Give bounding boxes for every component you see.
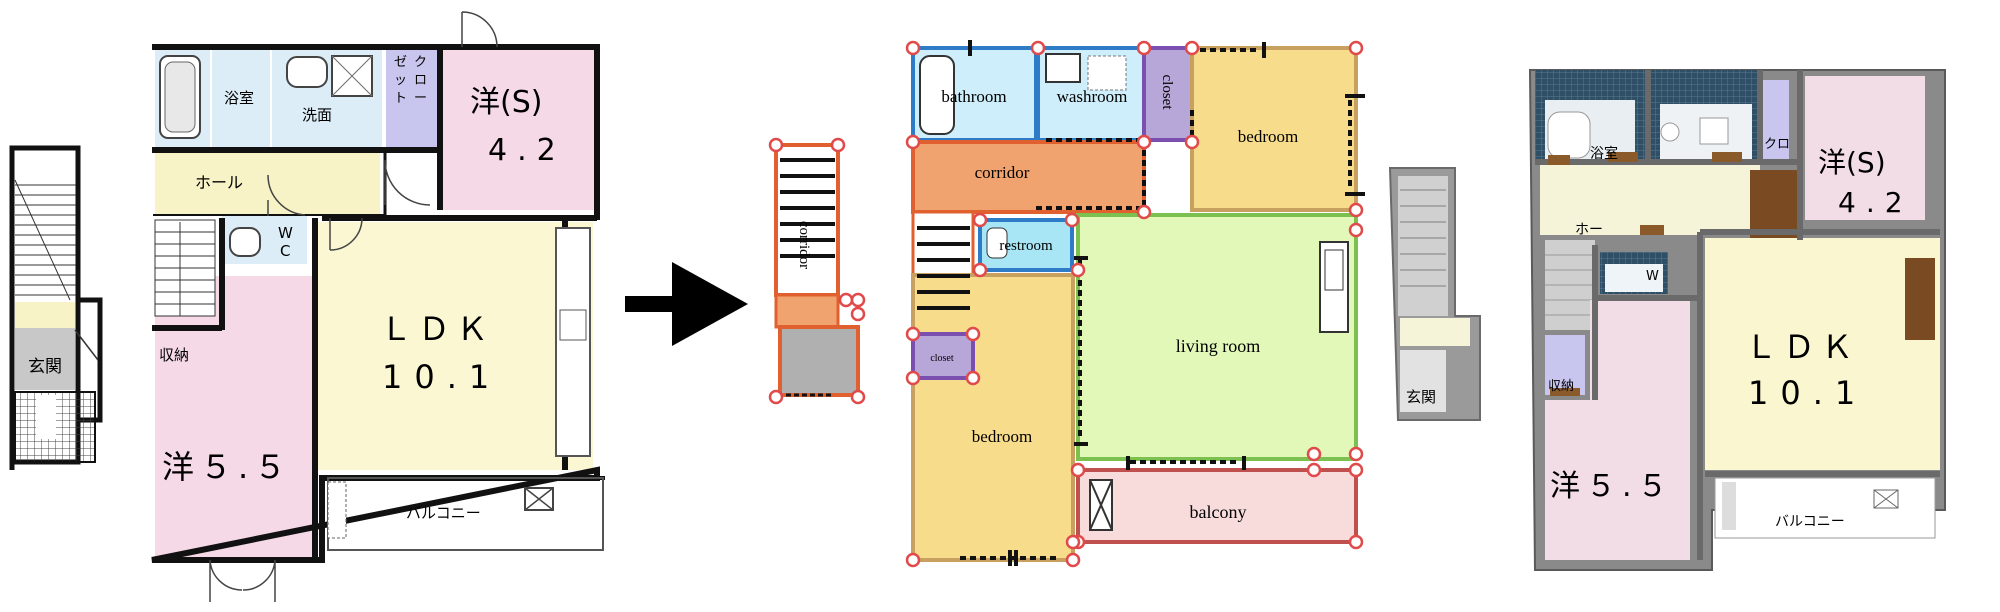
original-entrance-module: 玄関: [9, 145, 103, 470]
original-floorplan: 玄関: [9, 11, 605, 602]
render-label-western: 洋５.５: [1550, 469, 1674, 504]
label-hall: ホール: [195, 173, 243, 192]
closet-char-1: ク: [414, 55, 427, 70]
label-closet-small: closet: [930, 353, 954, 364]
label-wc-top: W: [278, 224, 293, 242]
annotated-stair-module: corridor: [768, 137, 866, 405]
render-label-hall: ホー: [1575, 222, 1603, 238]
render-3d: 玄関: [1388, 69, 1946, 571]
annotated-floorplan: corridor: [768, 40, 1365, 568]
label-closet-top: closet: [1159, 75, 1175, 111]
render-entrance-module: 玄関: [1388, 167, 1481, 421]
label-closet-vertical: ク ロ ー ゼ ッ ト: [394, 55, 427, 106]
render-label-wc: W: [1646, 269, 1659, 284]
label-washroom: washroom: [1057, 87, 1128, 106]
render-label-ldk-size: 10.1: [1748, 374, 1867, 412]
render-label-balcony: バルコニー: [1775, 514, 1845, 530]
render-label-room-s-size: 4.2: [1838, 186, 1913, 219]
label-bedroom-top: bedroom: [1238, 127, 1298, 146]
label-balcony: balcony: [1190, 502, 1247, 522]
label-room-s: 洋(S): [470, 85, 542, 120]
stair-corridor-label: corridor: [796, 221, 812, 269]
render-entrance-label: 玄関: [1406, 388, 1436, 406]
render-label-closet: クロ: [1764, 137, 1790, 152]
original-main-unit: 浴室 洗面 ク ロ ー ゼ ッ ト 洋(S) 4.2 ホール W C ＬＤＫ 1…: [151, 11, 605, 602]
label-wc-bottom: C: [280, 242, 290, 260]
arrow-icon: [625, 262, 748, 346]
original-entrance-label: 玄関: [28, 357, 62, 377]
label-bedroom-bottom: bedroom: [972, 427, 1032, 446]
closet-char-6: ト: [394, 91, 407, 106]
label-bath: 浴室: [224, 89, 254, 107]
render-label-storage: 収納: [1548, 379, 1574, 394]
label-ldk-size: 10.1: [382, 358, 501, 396]
corner-markers: [905, 40, 1364, 568]
label-corridor: corridor: [975, 163, 1030, 182]
render-label-bath: 浴室: [1590, 145, 1618, 162]
label-bathroom: bathroom: [941, 87, 1006, 106]
label-western: 洋５.５: [162, 448, 292, 486]
label-restroom: restroom: [999, 238, 1053, 254]
render-label-room-s: 洋(S): [1818, 146, 1886, 179]
label-room-s-size: 4.2: [488, 133, 566, 168]
label-wash: 洗面: [302, 106, 332, 124]
closet-char-4: ゼ: [394, 55, 407, 70]
label-storage: 収納: [159, 346, 189, 364]
closet-char-2: ロ: [414, 73, 427, 88]
render-label-ldk: ＬＤＫ: [1745, 328, 1859, 366]
closet-char-5: ッ: [394, 73, 407, 88]
closet-char-3: ー: [414, 91, 427, 106]
label-balcony: バルコニー: [406, 504, 481, 522]
label-ldk: ＬＤＫ: [380, 310, 494, 348]
label-living-room: living room: [1176, 336, 1261, 356]
